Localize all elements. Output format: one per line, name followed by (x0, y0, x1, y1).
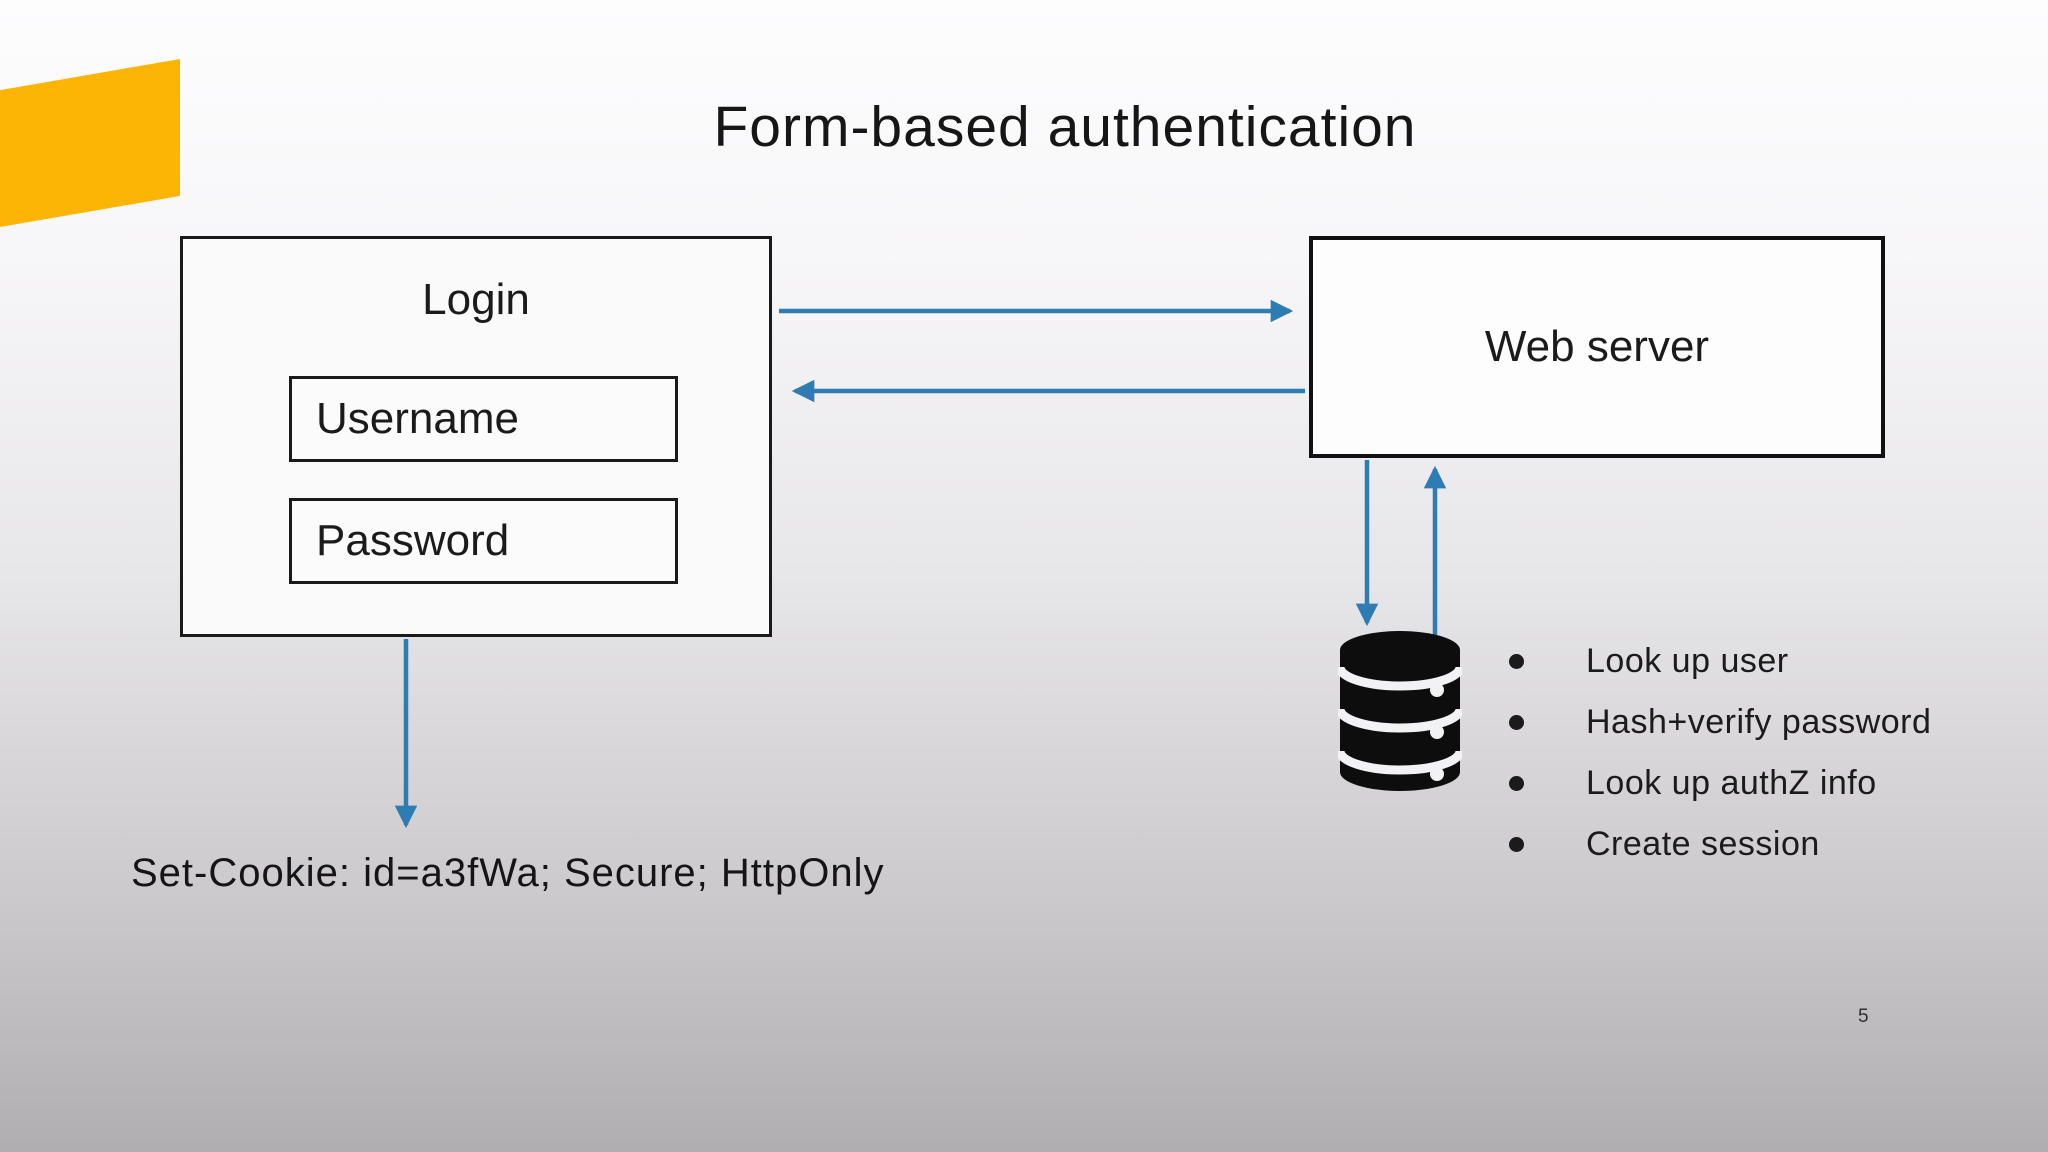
username-field: Username (289, 376, 678, 462)
task-item: Look up authZ info (1509, 753, 2029, 814)
task-label: Look up authZ info (1586, 764, 1877, 802)
login-panel-title: Login (422, 275, 530, 324)
bullet-icon (1509, 715, 1524, 730)
password-field-label: Password (316, 516, 510, 565)
bullet-icon (1509, 776, 1524, 791)
username-field-label: Username (316, 394, 519, 443)
login-panel: Login Username Password (180, 236, 772, 637)
database-icon (1338, 631, 1462, 791)
page-number: 5 (1858, 1006, 1869, 1027)
task-item: Hash+verify password (1509, 692, 2029, 753)
accent-parallelogram (0, 59, 180, 227)
task-label: Create session (1586, 825, 1820, 863)
web-server-label: Web server (1484, 322, 1710, 371)
task-label: Look up user (1586, 642, 1789, 680)
web-server-box: Web server (1309, 236, 1885, 458)
task-item: Create session (1509, 814, 2029, 875)
slide-title: Form-based authentication (713, 95, 1417, 159)
password-field: Password (289, 498, 678, 584)
task-item: Look up user (1509, 631, 2029, 692)
bullet-icon (1509, 654, 1524, 669)
set-cookie-text: Set-Cookie: id=a3fWa; Secure; HttpOnly (131, 851, 885, 895)
server-task-list: Look up user Hash+verify password Look u… (1509, 631, 2029, 875)
bullet-icon (1509, 837, 1524, 852)
task-label: Hash+verify password (1586, 703, 1932, 741)
